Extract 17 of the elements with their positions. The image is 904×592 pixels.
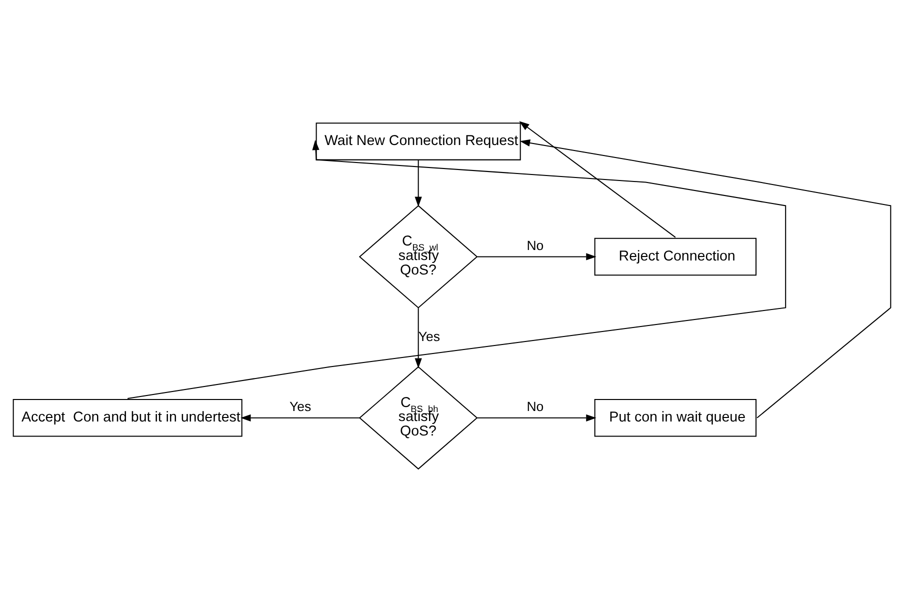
edge-label: No bbox=[526, 238, 544, 253]
arrow bbox=[519, 121, 676, 238]
arrow bbox=[520, 139, 892, 418]
node-diamond: C$_{BS_wl}$ satisfy QoS? bbox=[358, 205, 478, 308]
node-box: Wait New Connection Request bbox=[316, 122, 521, 160]
edge-label: Yes bbox=[290, 399, 312, 414]
node-box: Put con in wait queue bbox=[594, 399, 757, 437]
node-box: Reject Connection bbox=[594, 238, 757, 276]
arrow bbox=[240, 414, 360, 422]
arrow bbox=[414, 308, 422, 368]
edge-label: No bbox=[526, 399, 544, 414]
arrow bbox=[414, 160, 422, 207]
node-diamond: C$_{BS_bh}$ satisfy QoS? bbox=[358, 366, 478, 470]
arrow bbox=[477, 253, 596, 260]
arrow bbox=[128, 140, 786, 400]
node-box: Accept Con and but it in undertest bbox=[12, 399, 242, 437]
arrow bbox=[477, 414, 596, 422]
